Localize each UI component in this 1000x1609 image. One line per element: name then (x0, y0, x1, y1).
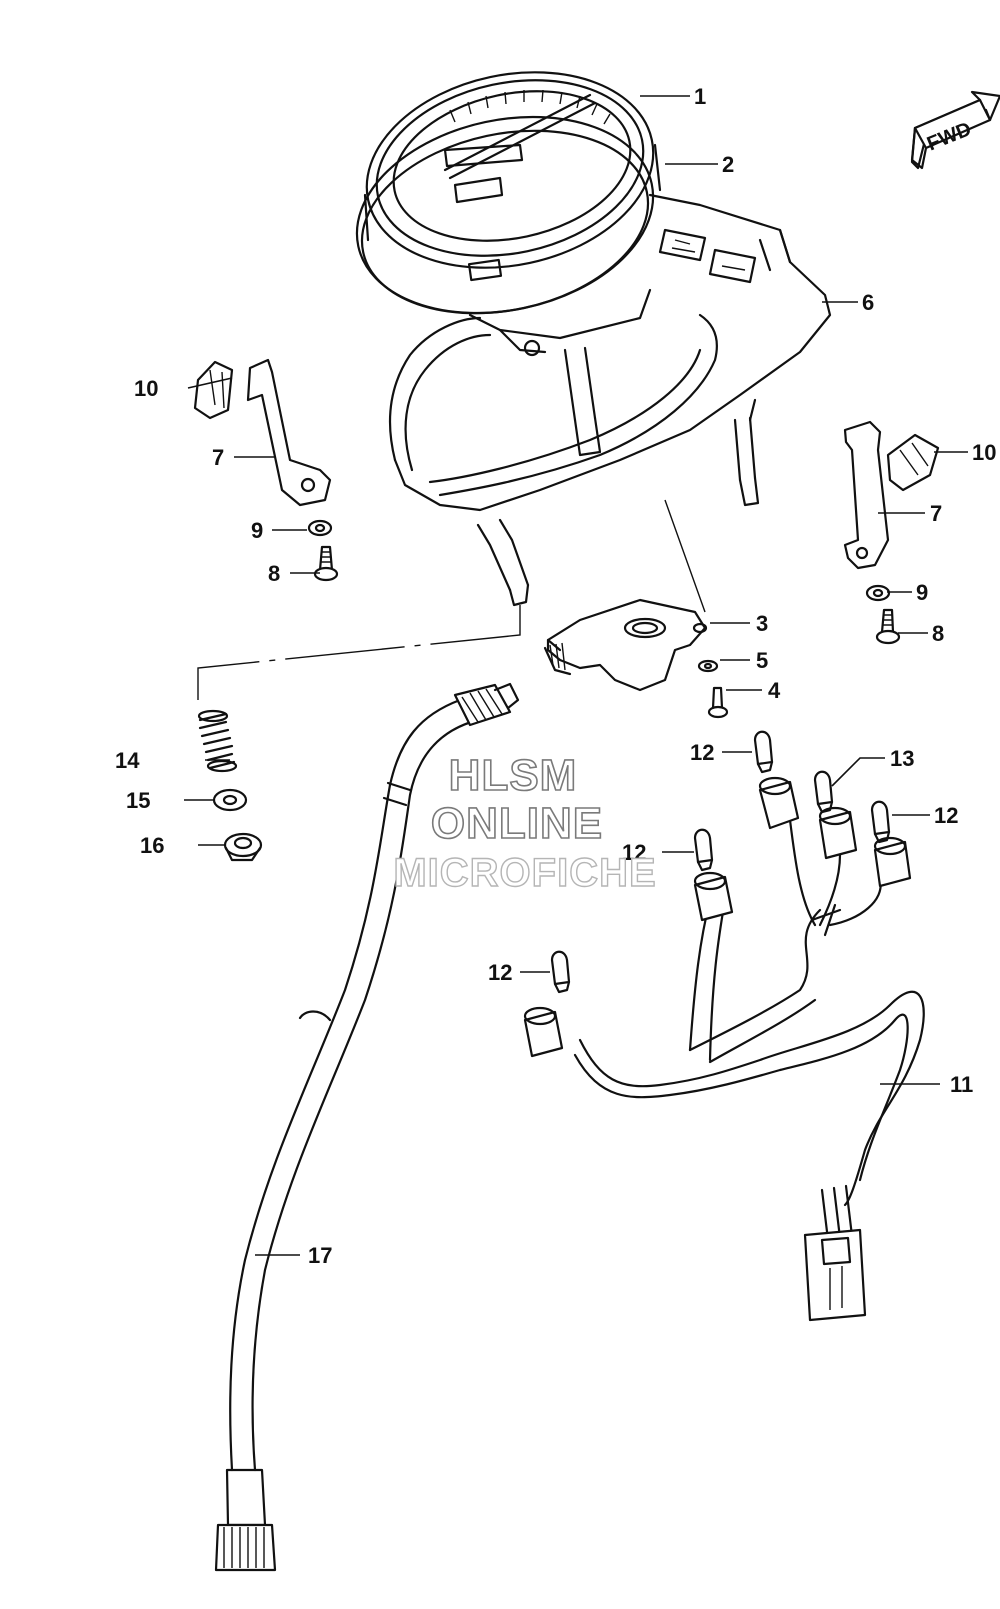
callout-4: 4 (768, 678, 781, 703)
spring (197, 709, 238, 773)
callout-10-right: 10 (972, 440, 996, 465)
callout-12-a: 12 (690, 740, 714, 765)
callout-8-left: 8 (268, 561, 280, 586)
callout-12-d: 12 (488, 960, 512, 985)
callout-1: 1 (694, 84, 706, 109)
callout-16: 16 (140, 833, 164, 858)
callout-6: 6 (862, 290, 874, 315)
callout-11: 11 (950, 1072, 973, 1097)
bushing-16 (223, 832, 263, 862)
washer-right (865, 584, 891, 602)
bulb-12-b (870, 800, 891, 844)
bulb-socket-3 (873, 836, 912, 888)
callout-5: 5 (756, 648, 768, 673)
speedometer-cable (214, 682, 520, 1572)
watermark-line2: ONLINE (431, 799, 603, 848)
grommet-right (886, 433, 940, 492)
leader-lines (184, 95, 968, 1256)
wiring-harness (523, 776, 925, 1322)
bracket-right (843, 420, 890, 570)
callout-3: 3 (756, 611, 768, 636)
bulb-socket-1 (758, 776, 800, 830)
screw-right (875, 608, 901, 645)
washer-left (307, 519, 333, 537)
screw-left (313, 545, 339, 582)
bulb-socket-5 (523, 1006, 564, 1058)
bracket-left (246, 358, 332, 507)
callout-9-left: 9 (251, 518, 263, 543)
fwd-direction-badge: FWD (910, 90, 1000, 170)
callout-15: 15 (126, 788, 150, 813)
bulb-12-c (693, 828, 714, 872)
callout-13: 13 (890, 746, 914, 771)
callout-2: 2 (722, 152, 734, 177)
speedometer-assembly (355, 71, 662, 357)
callout-labels: 1 2 6 10 10 7 7 9 8 9 8 3 5 4 12 13 12 1… (115, 84, 996, 1268)
bulb-12-d (550, 950, 571, 994)
bulb-socket-2 (818, 806, 858, 860)
callout-10-left: 10 (134, 376, 158, 401)
bulb-12-a (753, 730, 774, 774)
watermark-line3: MICROFICHE (393, 851, 656, 895)
cable-connection-lines (197, 499, 706, 700)
callout-7-right: 7 (930, 501, 942, 526)
bulb-socket-4 (693, 871, 734, 922)
callout-9-right: 9 (916, 580, 928, 605)
meter-housing (388, 193, 832, 512)
screw-gearbox (707, 686, 729, 719)
bulb-13 (813, 770, 834, 814)
callout-14: 14 (115, 748, 140, 773)
washer-gearbox (697, 659, 719, 673)
callout-8-right: 8 (932, 621, 944, 646)
washer-15 (212, 788, 248, 812)
callout-17: 17 (308, 1243, 332, 1268)
watermark: HLSM ONLINE MICROFICHE (393, 750, 657, 896)
speedometer-gearbox (543, 598, 708, 692)
grommet-left (193, 360, 234, 420)
watermark-line1: HLSM (449, 751, 578, 800)
harness-connector (803, 1184, 867, 1322)
callout-7-left: 7 (212, 445, 224, 470)
callout-12-b: 12 (934, 803, 958, 828)
callout-12-c: 12 (622, 840, 646, 865)
